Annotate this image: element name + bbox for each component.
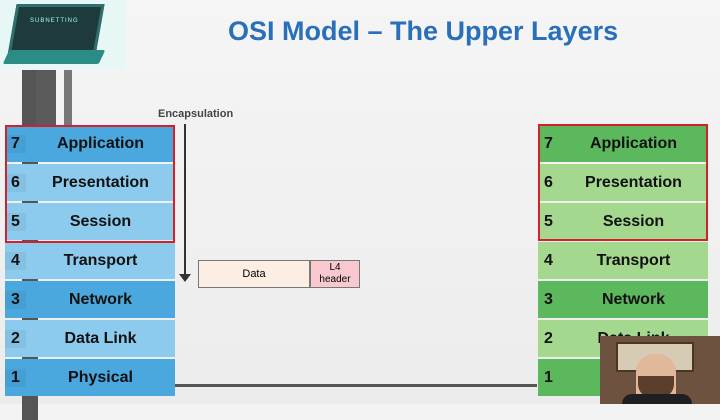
layer-number: 6	[544, 173, 553, 191]
layer-number: 3	[544, 290, 553, 308]
pdu-l4-header-box: L4 header	[310, 260, 360, 288]
layer-number: 7	[5, 134, 26, 153]
layer-name: Physical	[68, 368, 133, 386]
left-layer-6: 6 Presentation	[5, 164, 175, 201]
right-layer-5: 5 Session	[538, 203, 708, 240]
pdu-l4-label: L4 header	[319, 262, 351, 285]
layer-name: Network	[601, 290, 666, 308]
layer-name: Network	[68, 290, 133, 308]
layer-number: 5	[5, 212, 26, 231]
layer-name: Session	[602, 212, 665, 230]
left-layer-7: 7 Application	[5, 125, 175, 162]
laptop-icon: SUBNETTING	[0, 0, 126, 70]
right-layer-7: 7 Application	[538, 125, 708, 162]
encapsulation-arrow-line	[184, 124, 186, 276]
logo-screen-text: SUBNETTING	[30, 18, 79, 24]
laptop-base	[2, 50, 106, 64]
presenter-webcam	[600, 336, 720, 404]
left-layer-4: 4 Transport	[5, 242, 175, 279]
layer-number: 4	[5, 251, 26, 270]
layer-name: Transport	[63, 251, 138, 269]
arrow-down-icon	[179, 274, 191, 282]
layer-name: Transport	[596, 251, 671, 269]
layer-number: 1	[544, 368, 553, 386]
left-upper-layers-highlight	[5, 125, 175, 243]
layer-name: Data Link	[64, 329, 137, 347]
physical-link-wire	[175, 384, 537, 387]
right-layer-6: 6 Presentation	[538, 164, 708, 201]
right-layer-3: 3 Network	[538, 281, 708, 318]
layer-number: 7	[544, 134, 553, 152]
layer-number: 2	[544, 329, 553, 347]
left-layer-1: 1 Physical	[5, 359, 175, 396]
right-layer-4: 4 Transport	[538, 242, 708, 279]
layer-name: Session	[69, 212, 132, 230]
layer-number: 2	[5, 329, 26, 348]
layer-name: Application	[589, 134, 678, 152]
layer-number: 3	[5, 290, 26, 309]
pdu-data-box: Data	[198, 260, 310, 288]
left-layer-2: 2 Data Link	[5, 320, 175, 357]
page-title: OSI Model – The Upper Layers	[228, 16, 619, 46]
left-osi-stack: 7 Application 6 Presentation 5 Session 4 Transp…	[5, 125, 175, 398]
layer-number: 1	[5, 368, 26, 387]
presenter-beard	[638, 376, 674, 398]
left-layer-3: 3 Network	[5, 281, 175, 318]
encapsulation-label: Encapsulation	[158, 108, 234, 120]
left-layer-5: 5 Session	[5, 203, 175, 240]
laptop-screen	[7, 4, 105, 56]
layer-name: Application	[56, 134, 145, 152]
right-upper-layers-highlight	[538, 124, 708, 241]
layer-number: 4	[544, 251, 553, 269]
layer-number: 5	[544, 212, 553, 230]
layer-number: 6	[5, 173, 26, 192]
layer-name: Presentation	[52, 173, 149, 191]
presenter-shirt	[622, 394, 692, 404]
layer-name: Presentation	[585, 173, 682, 191]
